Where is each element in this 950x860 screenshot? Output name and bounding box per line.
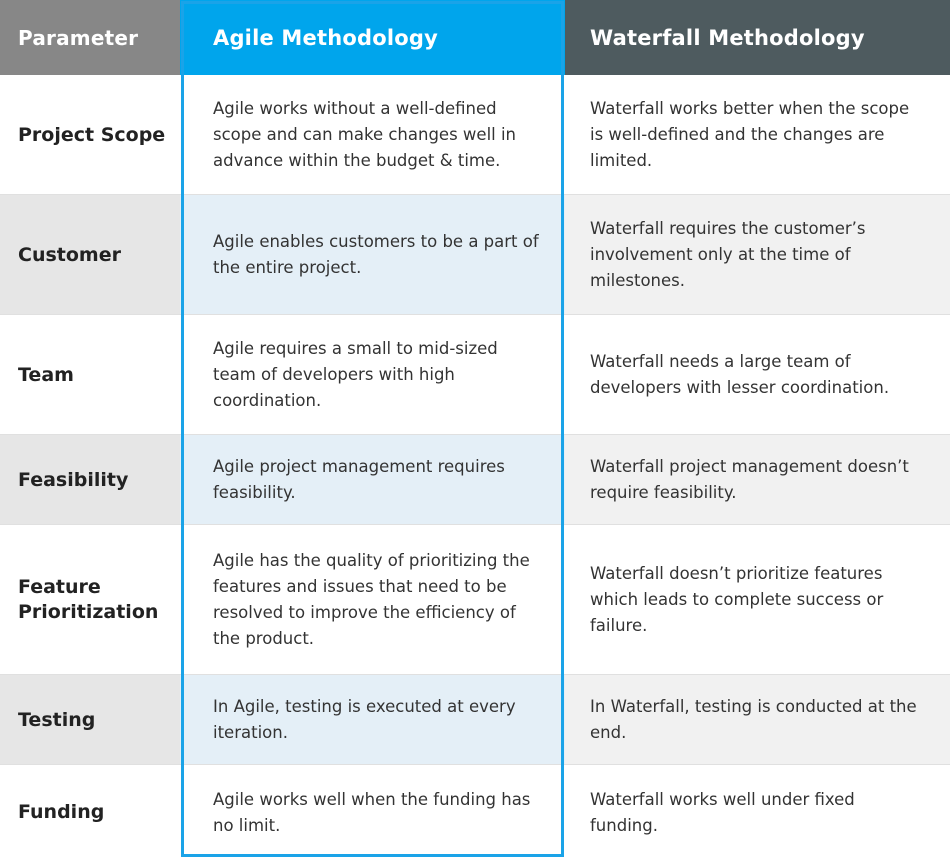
- row-agile: Agile requires a small to mid-sized team…: [180, 315, 565, 435]
- header-waterfall: Waterfall Methodology: [565, 0, 950, 75]
- row-divider: [0, 314, 950, 315]
- table-row: Team Agile requires a small to mid-sized…: [0, 315, 950, 435]
- row-divider: [0, 674, 950, 675]
- row-waterfall: Waterfall works better when the scope is…: [565, 75, 950, 195]
- row-parameter: Team: [0, 315, 180, 435]
- table-row: Funding Agile works well when the fundin…: [0, 765, 950, 860]
- table-header-row: Parameter Agile Methodology Waterfall Me…: [0, 0, 950, 75]
- table-row: Feature Prioritization Agile has the qua…: [0, 525, 950, 675]
- row-parameter: Testing: [0, 675, 180, 765]
- row-agile: Agile enables customers to be a part of …: [180, 195, 565, 315]
- row-waterfall: Waterfall doesn’t prioritize features wh…: [565, 525, 950, 675]
- row-parameter: Project Scope: [0, 75, 180, 195]
- row-agile: Agile has the quality of prioritizing th…: [180, 525, 565, 675]
- row-waterfall: Waterfall works well under fixed funding…: [565, 765, 950, 860]
- row-divider: [0, 524, 950, 525]
- row-parameter: Feature Prioritization: [0, 525, 180, 675]
- row-agile: In Agile, testing is executed at every i…: [180, 675, 565, 765]
- row-waterfall: Waterfall project management doesn’t req…: [565, 435, 950, 525]
- row-parameter: Feasibility: [0, 435, 180, 525]
- table-row: Customer Agile enables customers to be a…: [0, 195, 950, 315]
- row-divider: [0, 434, 950, 435]
- row-agile: Agile project management requires feasib…: [180, 435, 565, 525]
- table-row: Feasibility Agile project management req…: [0, 435, 950, 525]
- row-waterfall: In Waterfall, testing is conducted at th…: [565, 675, 950, 765]
- row-waterfall: Waterfall requires the customer’s involv…: [565, 195, 950, 315]
- row-waterfall: Waterfall needs a large team of develope…: [565, 315, 950, 435]
- row-agile: Agile works well when the funding has no…: [180, 765, 565, 860]
- row-parameter: Customer: [0, 195, 180, 315]
- row-agile: Agile works without a well-defined scope…: [180, 75, 565, 195]
- table-row: Testing In Agile, testing is executed at…: [0, 675, 950, 765]
- row-divider: [0, 194, 950, 195]
- table-row: Project Scope Agile works without a well…: [0, 75, 950, 195]
- row-parameter: Funding: [0, 765, 180, 860]
- header-agile: Agile Methodology: [180, 0, 565, 75]
- header-parameter: Parameter: [0, 0, 180, 75]
- row-divider: [0, 764, 950, 765]
